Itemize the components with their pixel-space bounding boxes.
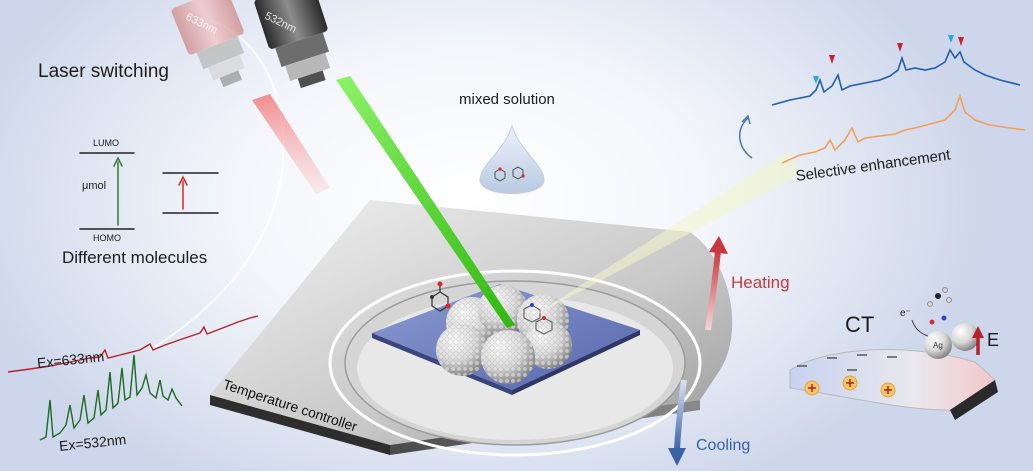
droplet-icon <box>479 124 545 194</box>
mu-mol-label: μmol <box>82 180 107 192</box>
e-field-arrow <box>972 326 984 355</box>
silver-label: Ag <box>933 341 943 350</box>
mixed-solution-label: mixed solution <box>459 91 555 108</box>
red-laser-beam <box>252 94 330 194</box>
charge-transfer-slab <box>789 349 998 420</box>
homo-label: HOMO <box>93 233 121 243</box>
spectrum-blue <box>771 35 1021 106</box>
lumo-label: LUMO <box>93 138 120 148</box>
spectrum-532 <box>39 354 183 441</box>
e-field-label: E <box>987 330 1000 350</box>
curved-arrow <box>739 117 753 159</box>
cooling-label: Cooling <box>696 437 751 454</box>
laser-head-532 <box>254 0 331 89</box>
different-molecules-label: Different molecules <box>62 248 208 267</box>
spectrum-orange <box>781 93 1026 164</box>
laser-switching-label: Laser switching <box>38 61 169 82</box>
electron-label: e⁻ <box>900 308 911 319</box>
ag-nanoparticle <box>911 287 979 359</box>
scattered-light <box>530 150 800 318</box>
energy-level-diagram <box>79 152 219 230</box>
spectrum-633 <box>7 315 259 373</box>
laser-head-633 <box>171 0 245 88</box>
green-laser-beam <box>336 76 515 328</box>
ct-label: CT <box>845 312 875 337</box>
heating-arrow <box>705 236 728 331</box>
cooling-arrow <box>668 379 687 466</box>
heating-label: Heating <box>731 273 790 292</box>
